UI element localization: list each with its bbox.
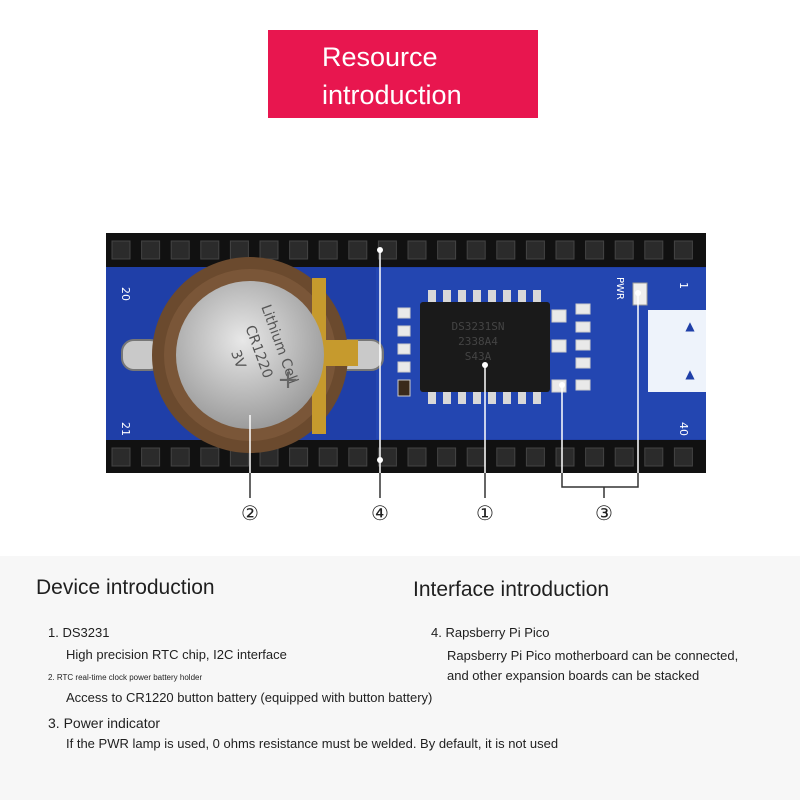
pin-label-21: 21 <box>119 422 132 436</box>
interface-item-4-desc-1: Rapsberry Pi Pico motherboard can be con… <box>447 648 739 663</box>
top-pin-header <box>106 233 706 267</box>
chip-leg <box>443 392 451 404</box>
header-pin <box>555 240 575 260</box>
header-pin <box>200 447 220 467</box>
banner-line-2: introduction <box>322 80 462 110</box>
ds3231-chip: DS3231SN 2338A4 S43A <box>420 290 550 404</box>
header-pin <box>289 447 309 467</box>
header-pin <box>170 447 190 467</box>
header-pin <box>141 240 161 260</box>
arrow-up-icon-2: ▲ <box>685 367 695 381</box>
device-item-3-desc: If the PWR lamp is used, 0 ohms resistan… <box>66 736 559 751</box>
header-pin <box>141 447 161 467</box>
callout-1: ① <box>476 501 494 525</box>
header-pin <box>496 447 516 467</box>
battery-holder: Lithium Cell CR1220 3V + <box>121 257 384 453</box>
chip-marking-3: S43A <box>465 350 492 363</box>
chip-leg <box>473 392 481 404</box>
description-panel <box>0 556 800 800</box>
header-pin <box>407 447 427 467</box>
chip-leg <box>533 290 541 302</box>
device-item-1-title: 1. DS3231 <box>48 625 110 640</box>
header-pin <box>259 240 279 260</box>
header-pin <box>200 240 220 260</box>
header-pin <box>525 240 545 260</box>
header-pin <box>437 447 457 467</box>
header-pin <box>644 240 664 260</box>
header-pin <box>318 240 338 260</box>
device-item-3-title: 3. Power indicator <box>48 715 161 731</box>
bottom-pin-header <box>106 440 706 473</box>
interface-item-4-title: 4. Rapsberry Pi Pico <box>431 625 550 640</box>
header-pin <box>111 240 131 260</box>
chip-leg <box>458 392 466 404</box>
callout-lines-below <box>249 473 639 498</box>
header-pin <box>585 240 605 260</box>
header-pin <box>673 447 693 467</box>
callout-3: ③ <box>595 501 613 525</box>
chip-leg <box>533 392 541 404</box>
header-pin <box>644 447 664 467</box>
chip-marking-2: 2338A4 <box>458 335 498 348</box>
header-pin <box>525 447 545 467</box>
chip-leg <box>488 392 496 404</box>
cr1220-cell <box>176 281 324 429</box>
chip-leg <box>458 290 466 302</box>
device-item-1-desc: High precision RTC chip, I2C interface <box>66 647 287 662</box>
usb-connector-area <box>648 310 706 392</box>
pin-label-1: 1 <box>677 282 690 289</box>
header-pin <box>437 240 457 260</box>
callout-4: ④ <box>371 501 389 525</box>
chip-leg <box>518 392 526 404</box>
header-pin <box>170 240 190 260</box>
callout-dots <box>377 247 641 463</box>
header-pin <box>466 447 486 467</box>
header-pin <box>289 240 309 260</box>
board-illustration: Lithium Cell CR1220 3V + DS3231SN 2338A4… <box>106 233 706 525</box>
chip-marking-1: DS3231SN <box>452 320 505 333</box>
header-pin <box>673 240 693 260</box>
chip-leg <box>488 290 496 302</box>
device-item-2-title: 2. RTC real-time clock power battery hol… <box>48 673 203 682</box>
header-pin <box>585 447 605 467</box>
header-pin <box>407 240 427 260</box>
chip-leg <box>428 392 436 404</box>
chip-leg <box>443 290 451 302</box>
pwr-label: PWR <box>614 277 625 300</box>
header-pin <box>348 240 368 260</box>
header-pin <box>348 447 368 467</box>
arrow-up-icon: ▲ <box>685 319 695 333</box>
chip-leg <box>518 290 526 302</box>
header-pin <box>555 447 575 467</box>
chip-leg <box>503 290 511 302</box>
pin-label-20: 20 <box>119 287 132 301</box>
header-pin <box>111 447 131 467</box>
resource-introduction-banner: Resource introduction <box>268 30 538 118</box>
pin-label-40: 40 <box>677 422 690 436</box>
device-item-2-desc: Access to CR1220 button battery (equippe… <box>66 690 433 705</box>
cell-text-3: 3V <box>227 348 249 371</box>
header-pin <box>614 447 634 467</box>
header-pin <box>496 240 516 260</box>
interface-introduction-title: Interface introduction <box>413 578 610 601</box>
interface-item-4-desc-2: and other expansion boards can be stacke… <box>447 668 700 683</box>
header-pin <box>377 447 397 467</box>
header-pin <box>318 447 338 467</box>
callout-2: ② <box>241 501 259 525</box>
header-pin <box>466 240 486 260</box>
header-pin <box>614 240 634 260</box>
chip-leg <box>473 290 481 302</box>
plus-sign-icon: + <box>277 365 299 395</box>
chip-leg <box>428 290 436 302</box>
device-introduction-title: Device introduction <box>36 576 215 599</box>
header-pin <box>229 240 249 260</box>
chip-leg <box>503 392 511 404</box>
banner-line-1: Resource <box>322 42 438 72</box>
